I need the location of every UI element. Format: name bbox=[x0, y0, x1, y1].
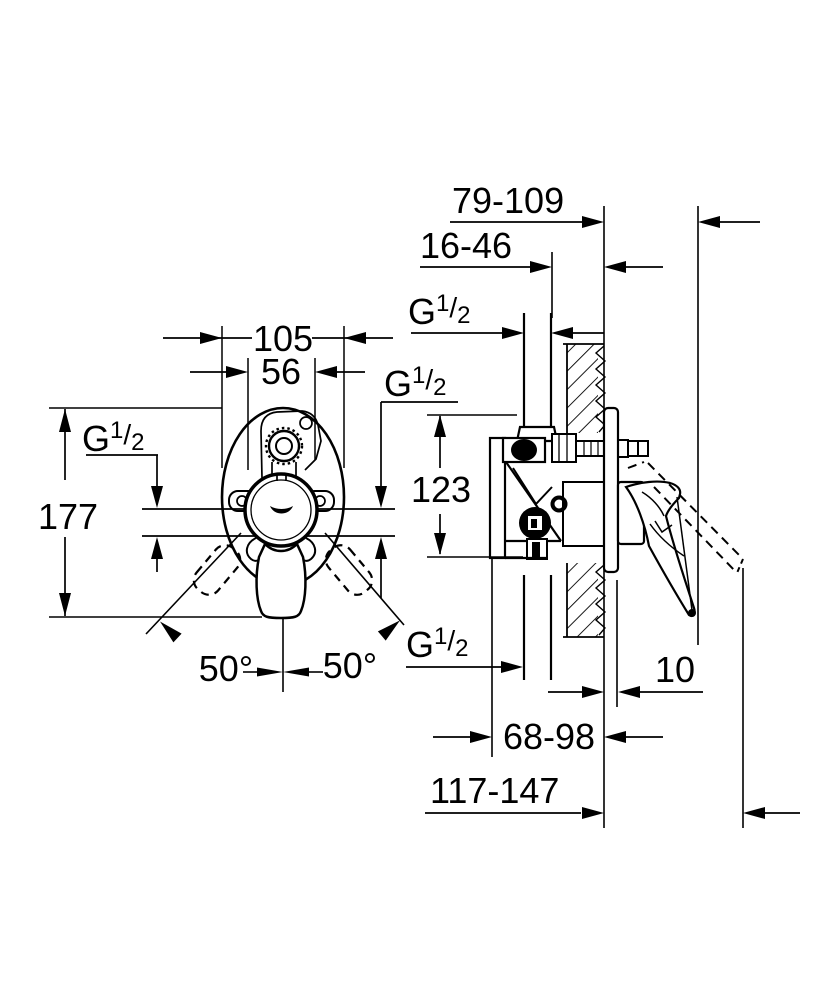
handle-swing-left bbox=[192, 544, 242, 596]
dim-117-147-label: 117-147 bbox=[430, 770, 559, 811]
angle-left-label: 50° bbox=[199, 648, 253, 689]
dim-105-label: 105 bbox=[253, 318, 313, 359]
dim-10-label: 10 bbox=[655, 649, 695, 690]
rough-in-housing-outline bbox=[260, 410, 322, 479]
valve-body bbox=[488, 433, 649, 560]
housing-screw bbox=[299, 416, 313, 430]
thread-label-bottom-pipe: G1/2 bbox=[406, 623, 469, 665]
escutcheon-side bbox=[602, 406, 620, 574]
thread-label-left-supply: G1/2 bbox=[82, 417, 145, 459]
handle-swing-right bbox=[324, 544, 374, 596]
side-view bbox=[488, 313, 744, 680]
handle-raised-dashed bbox=[627, 461, 744, 574]
side-dimensions bbox=[406, 206, 800, 828]
rosette-mouth bbox=[270, 506, 293, 514]
dim-123-label: 123 bbox=[411, 469, 471, 510]
thread-label-right-supply: G1/2 bbox=[384, 362, 447, 404]
lever-handle-side bbox=[624, 480, 696, 618]
front-dimensions bbox=[59, 326, 458, 616]
wall-section bbox=[563, 343, 607, 638]
dim-56-label: 56 bbox=[261, 351, 301, 392]
supply-lines-front bbox=[142, 508, 395, 537]
dim-79-109-label: 79-109 bbox=[452, 180, 564, 221]
top-pipe bbox=[515, 313, 559, 443]
labels: 79-109 16-46 105 56 123 177 10 68-98 117… bbox=[38, 180, 695, 811]
angle-right-label: 50° bbox=[323, 645, 377, 686]
diverter-knob-knurl bbox=[264, 426, 304, 466]
lever-handle-front bbox=[255, 541, 307, 620]
dim-16-46-label: 16-46 bbox=[420, 225, 512, 266]
dim-68-98-label: 68-98 bbox=[503, 716, 595, 757]
bottom-pipe bbox=[522, 575, 553, 680]
thread-label-top-pipe: G1/2 bbox=[408, 290, 471, 332]
diverter-knob bbox=[267, 429, 301, 463]
front-view bbox=[49, 406, 405, 692]
dim-177-label: 177 bbox=[38, 496, 98, 537]
diverter-knob-center bbox=[275, 437, 293, 455]
